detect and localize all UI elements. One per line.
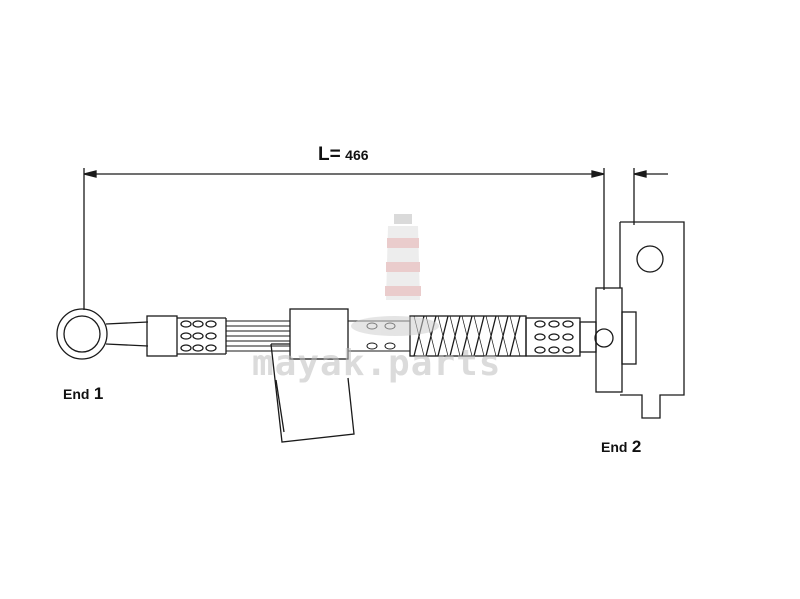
end1-word: End	[63, 386, 90, 402]
dimension-prefix: L=	[318, 144, 341, 165]
end2-label: End 2	[601, 437, 641, 457]
end1-number: 1	[93, 384, 104, 403]
dimension-value: 466	[345, 147, 369, 163]
lighthouse-logo	[351, 214, 439, 336]
end2-mounting-flange	[594, 221, 685, 419]
end2-number: 2	[631, 437, 642, 456]
watermark-text: mayak.parts	[252, 343, 502, 384]
end2-word: End	[601, 439, 628, 455]
end1-label: End 1	[63, 384, 103, 404]
hose-body-left	[226, 320, 290, 352]
mounting-bracket	[270, 308, 355, 443]
dimension-label: L= 466	[318, 144, 369, 166]
length-dimension-line	[83, 168, 668, 310]
end1-banjo-eye	[56, 308, 149, 360]
end1-crimp-fitting	[146, 315, 227, 357]
end2-crimp-fitting	[525, 317, 597, 357]
